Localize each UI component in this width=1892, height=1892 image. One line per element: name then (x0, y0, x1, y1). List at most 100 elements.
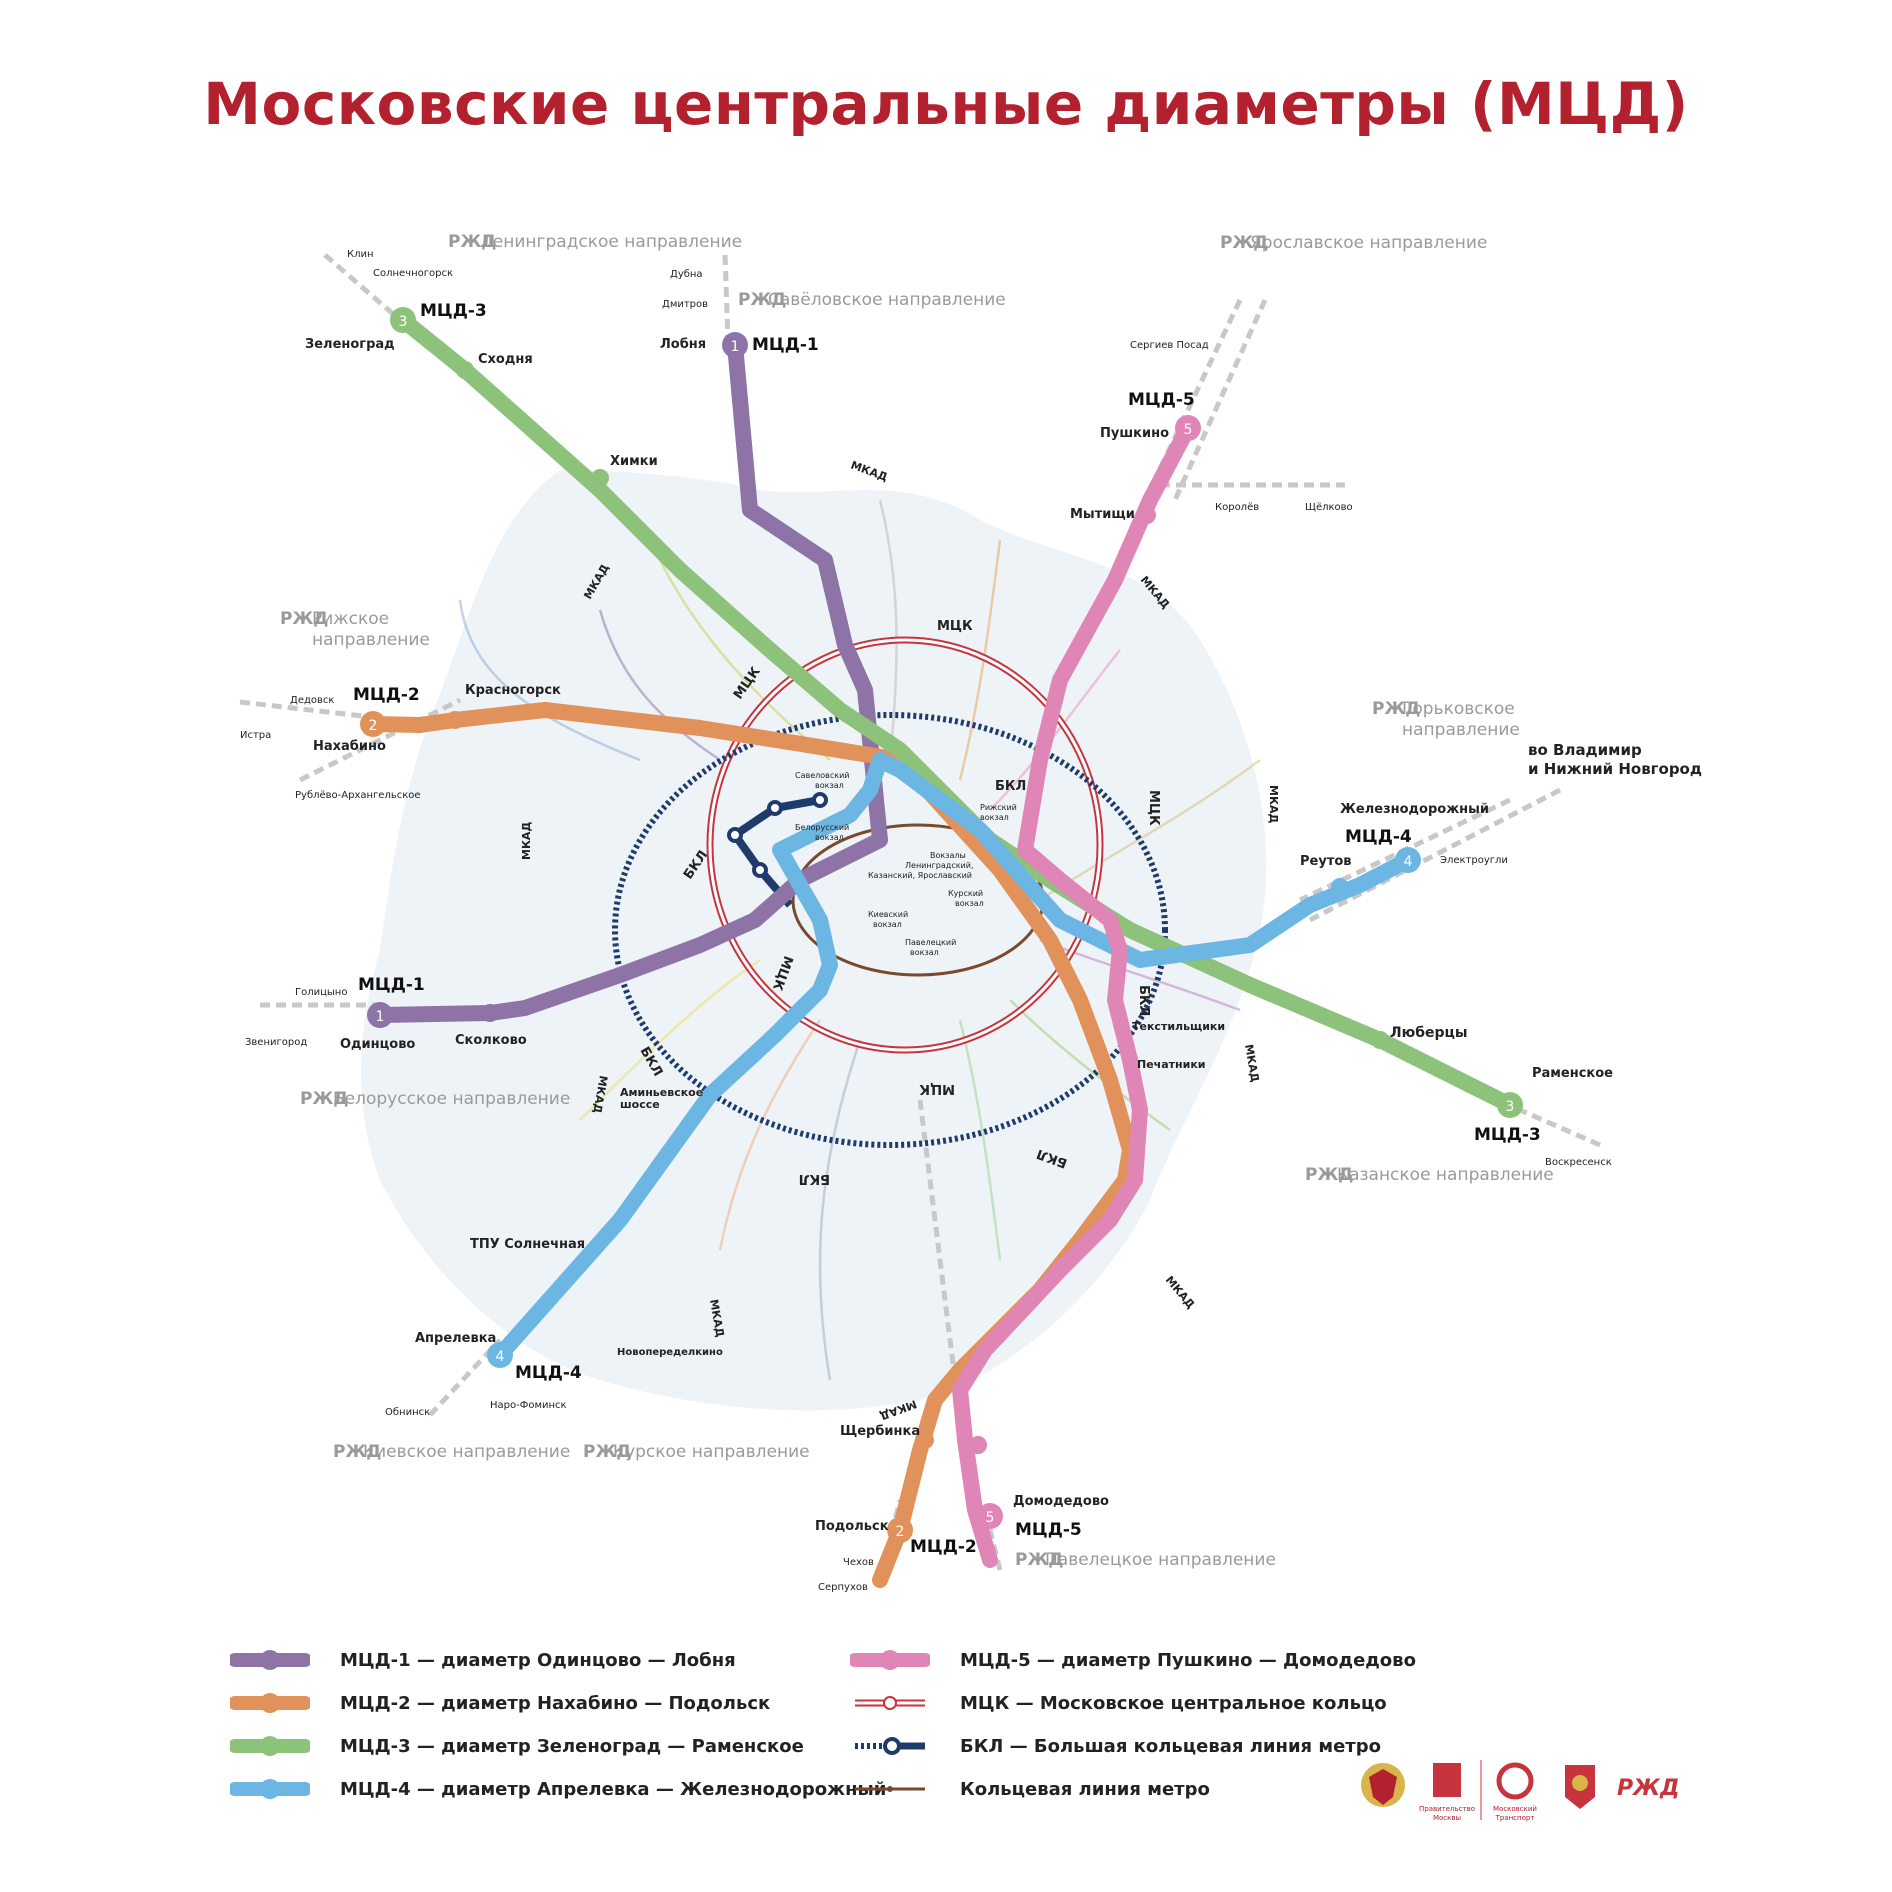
station-lobnya: Лобня (660, 337, 706, 352)
station-vokzaly-3: Казанский, Ярославский (868, 871, 972, 880)
mkad-label-southeast: МКАД (1242, 1043, 1261, 1083)
page-title: Московские центральные диаметры (МЦД) (203, 70, 1689, 138)
station-rublevo: Рублёво-Архангельское (295, 790, 421, 801)
legend-item-mcd1: МЦД-1 — диаметр Одинцово — Лобня (230, 1645, 736, 1675)
legend: МЦД-1 — диаметр Одинцово — Лобня МЦД-2 —… (230, 1645, 1430, 1845)
station-savelovsky-2: вокзал (815, 781, 844, 790)
legend-label-mcd1: МЦД-1 — диаметр Одинцово — Лобня (340, 1649, 736, 1671)
rzd-mark: РЖД (333, 1442, 381, 1462)
station-tekstilshchiki: Текстильщики (1132, 1020, 1225, 1033)
dir-kievskoe: Киевское направление (363, 1442, 570, 1462)
rzd-mark: РЖД (448, 232, 496, 252)
rzd-mark: РЖД (280, 609, 328, 629)
rzd-mark: РЖД (1220, 233, 1268, 253)
station-sergiev-posad: Сергиев Посад (1130, 340, 1209, 351)
label-mcd2-south: МЦД-2 (910, 1537, 977, 1557)
station-paveletsky-1: Павелецкий (905, 938, 956, 947)
station-novoperedelkino: Новопеределкино (617, 1347, 723, 1358)
station-golitsyno: Голицыно (295, 987, 347, 998)
station-nakhabino: Нахабино (313, 739, 386, 754)
legend-item-mck: МЦК — Московское центральное кольцо (850, 1688, 1387, 1718)
station-solnechnogorsk: Солнечногорск (373, 268, 453, 279)
station-dmitrov: Дмитров (662, 299, 708, 310)
label-mcd3-south: МЦД-3 (1474, 1125, 1541, 1145)
legend-item-ring: Кольцевая линия метро (850, 1774, 1210, 1804)
dir-savelovskoe: Савёловское направление (768, 290, 1006, 310)
station-kievsky-1: Киевский (868, 910, 908, 919)
mkad-label-east: МКАД (1267, 785, 1280, 823)
station-aminyevskoe-1: Аминьевское (620, 1086, 703, 1099)
moscow-region-emblem-icon (1565, 1765, 1595, 1809)
label-bkl-north: БКЛ (995, 779, 1026, 794)
mcd5-line (952, 420, 1196, 1568)
terminal-num-mcd5-south: 5 (986, 1510, 995, 1526)
terminal-num-mcd2-south: 2 (896, 1524, 905, 1540)
station-pechatniki: Печатники (1137, 1058, 1206, 1071)
dir-gorkovskoe-2: направление (1402, 720, 1520, 740)
dir-paveletskoe: Павелецкое направление (1045, 1550, 1276, 1570)
terminal-num-mcd4-south: 4 (496, 1349, 505, 1365)
legend-label-mcd5: МЦД-5 — диаметр Пушкино — Домодедово (960, 1649, 1416, 1671)
label-mcd2-west: МЦД-2 (353, 685, 420, 705)
station-rizhsky-2: вокзал (980, 813, 1009, 822)
rzd-mark: РЖД (1305, 1165, 1353, 1185)
moscow-gov-text-1: Правительство (1419, 1805, 1475, 1813)
rzd-logo: РЖД (1617, 1776, 1680, 1801)
label-mck-north: МЦК (937, 619, 973, 634)
dir-leningradskoe: Ленинградское направление (480, 232, 742, 252)
bkl-ring (612, 712, 1168, 1148)
dir-yaroslavskoe: Ярославское направление (1250, 233, 1487, 253)
station-dubna: Дубна (670, 269, 703, 280)
station-naro-fominsk: Наро-Фоминск (490, 1400, 567, 1411)
dir-kazanskoe: Казанское направление (1337, 1165, 1554, 1185)
station-krasnogorsk: Красногорск (465, 683, 561, 698)
dir-gorkovskoe-1: Горьковское (1402, 699, 1515, 719)
legend-item-mcd5: МЦД-5 — диаметр Пушкино — Домодедово (850, 1645, 1416, 1675)
dir-vladimir-1: во Владимир (1528, 741, 1642, 759)
label-mcd4-south: МЦД-4 (515, 1363, 582, 1383)
label-mcd4-east: МЦД-4 (1345, 827, 1412, 847)
terminal-num-mcd3-south: 3 (1506, 1099, 1515, 1115)
dir-rizhskoe-1: Рижское (312, 609, 389, 629)
label-mcd5-south: МЦД-5 (1015, 1520, 1082, 1540)
station-klin: Клин (347, 249, 374, 260)
station-shchelkovo: Щёлково (1305, 502, 1353, 513)
moscow-government-logo: Правительство Москвы (1419, 1763, 1475, 1822)
station-tpu-solnechnaya: ТПУ Солнечная (470, 1237, 585, 1252)
station-zvenigorod: Звенигород (245, 1037, 307, 1048)
station-aminyevskoe-2: шоссе (620, 1098, 660, 1111)
station-labels: Клин Солнечногорск Зеленоград Сходня Хим… (240, 249, 1613, 1593)
station-kursky-2: вокзал (955, 899, 984, 908)
dir-rizhskoe-2: направление (312, 630, 430, 650)
partner-logos: Правительство Москвы Московский Транспор… (1361, 1760, 1680, 1822)
station-shcherbinka: Щербинка (840, 1424, 920, 1439)
station-elektrougli: Электроугли (1440, 855, 1508, 866)
label-mcd1-west: МЦД-1 (358, 975, 425, 995)
station-ramenskoe: Раменское (1532, 1066, 1613, 1081)
station-mytishchi: Мытищи (1070, 507, 1135, 522)
station-vokzaly-2: Ленинградский, (905, 861, 973, 870)
legend-item-mcd4: МЦД-4 — диаметр Апрелевка — Железнодорож… (230, 1774, 886, 1804)
station-serpukhov: Серпухов (818, 1582, 868, 1593)
legend-label-mcd2: МЦД-2 — диаметр Нахабино — Подольск (340, 1692, 771, 1714)
rzd-mark: РЖД (1372, 699, 1420, 719)
station-belorussky-2: вокзал (815, 833, 844, 842)
label-mcd1-north: МЦД-1 (752, 335, 819, 355)
dir-kurskoe: Курское направление (613, 1442, 810, 1462)
moscow-gov-text-2: Москвы (1433, 1814, 1461, 1822)
rzd-mark: РЖД (300, 1089, 348, 1109)
legend-item-mcd2: МЦД-2 — диаметр Нахабино — Подольск (230, 1688, 770, 1718)
station-zelenograd: Зеленоград (305, 337, 395, 352)
legend-item-bkl: БКЛ — Большая кольцевая линия метро (850, 1731, 1381, 1761)
label-bkl-south: БКЛ (799, 1171, 830, 1186)
station-reutov: Реутов (1300, 854, 1352, 869)
station-skhodnya: Сходня (478, 352, 533, 367)
mos-transport-text-2: Транспорт (1495, 1814, 1535, 1822)
station-voskresensk: Воскресенск (1545, 1157, 1612, 1168)
station-domodedovo: Домодедово (1013, 1494, 1109, 1509)
station-dots (446, 361, 1389, 1454)
terminal-num-mcd2-west: 2 (369, 718, 378, 734)
station-podolsk: Подольск (815, 1519, 889, 1534)
station-belorussky-1: Белорусский (795, 823, 849, 832)
